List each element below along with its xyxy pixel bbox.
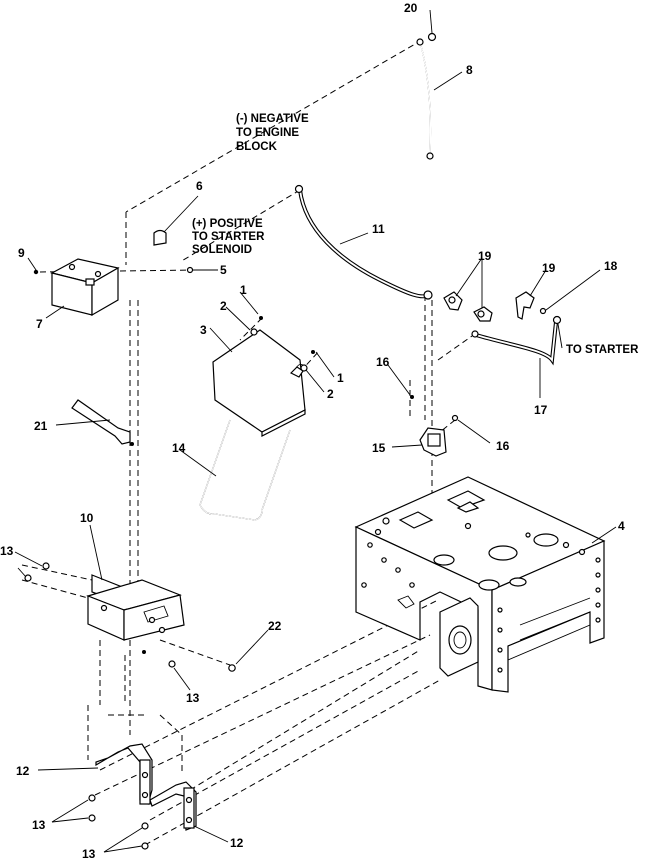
callout-11: 11 [372,222,385,236]
callout-13-bottom: 13 [82,847,96,859]
terminal-boots [443,291,535,322]
callout-13-middle: 13 [186,691,200,705]
bracket-12a [95,743,153,805]
positive-note-line3: SOLENOID [192,244,252,256]
callout-22: 22 [268,619,282,633]
terminal-cover [153,229,167,246]
callout-16-lower: 16 [496,439,510,453]
negative-cable [416,32,437,160]
callout-6: 6 [196,179,203,193]
bracket-12b [149,781,197,831]
nut-18 [539,307,547,315]
callout-15: 15 [372,441,386,455]
callout-10: 10 [80,511,94,525]
starter-cable [471,307,562,366]
callout-8: 8 [466,63,473,77]
nut-20 [427,32,437,42]
callout-16-upper: 16 [376,355,390,369]
callout-19-right: 19 [542,261,556,275]
callout-7: 7 [36,317,43,331]
callout-19-left: 19 [478,249,492,263]
negative-note-line2: TO ENGINE [236,127,299,139]
negative-note-line3: BLOCK [236,141,278,153]
wiring-notes: (-) NEGATIVE TO ENGINE BLOCK (+) POSITIV… [192,113,639,356]
to-starter-note: TO STARTER [566,344,639,356]
battery-tray [199,316,315,521]
callout-5: 5 [220,263,227,277]
callout-3: 3 [200,323,207,337]
bracket-10 [24,562,236,672]
callout-13-left: 13 [0,544,14,558]
callout-1-upper: 1 [240,283,247,297]
starter-solenoid [410,395,459,457]
positive-note-line2: TO STARTER [192,231,265,243]
bolt-9 [33,269,39,275]
callout-1-lower: 1 [337,371,344,385]
nut-5 [186,266,194,274]
callout-12-upper: 12 [16,764,30,778]
positive-cable [294,184,433,300]
callout-13-lower: 13 [32,818,46,832]
callout-4: 4 [618,519,625,533]
callout-9: 9 [18,246,25,260]
battery [33,258,194,317]
callout-21: 21 [34,419,48,433]
alignment-lines [21,39,473,846]
callout-18: 18 [604,259,618,273]
leader-lines [14,9,617,853]
callout-17: 17 [534,403,548,417]
negative-note-line1: (-) NEGATIVE [236,113,309,125]
callouts: 20 8 6 11 9 5 7 19 19 18 1 2 3 1 2 16 17… [0,1,625,859]
callout-14: 14 [172,441,186,455]
engine-frame [354,476,606,693]
positive-note-line1: (+) POSITIVE [192,218,263,230]
bracket-21 [71,399,134,446]
callout-20: 20 [404,1,418,15]
callout-2-upper: 2 [220,299,227,313]
nut-22 [228,664,236,672]
callout-2-lower: 2 [327,387,334,401]
washers-13 [88,794,149,850]
callout-12-lower: 12 [230,836,244,850]
